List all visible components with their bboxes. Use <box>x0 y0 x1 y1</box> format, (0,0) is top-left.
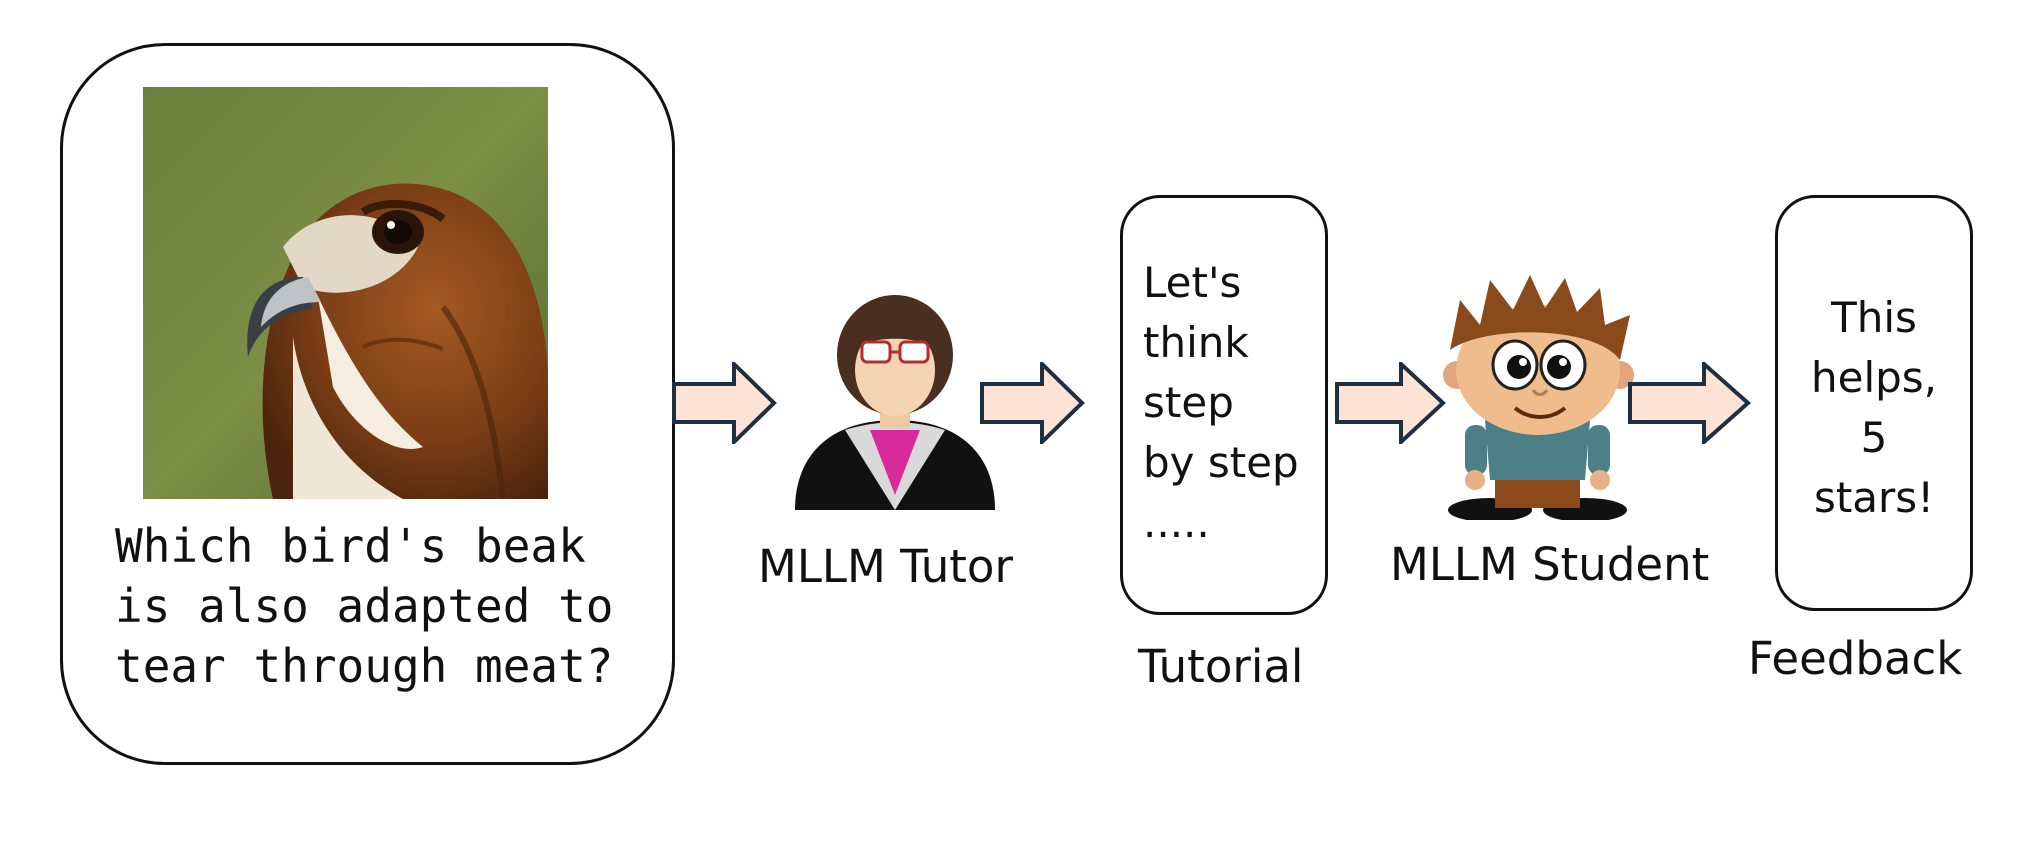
arrow-right-icon <box>1335 362 1446 444</box>
arrow-right-icon <box>980 362 1085 444</box>
feedback-text: This helps, 5 stars! <box>1810 293 1938 522</box>
tutorial-text: Let's think step by step ..... <box>1143 258 1299 547</box>
tutorial-card: Let's think step by step ..... <box>1120 195 1328 615</box>
feedback-card: This helps, 5 stars! <box>1775 195 1973 611</box>
student-label: MLLM Student <box>1390 538 1710 591</box>
question-card: Which bird's beak is also adapted to tea… <box>60 43 675 765</box>
arrow-right-icon <box>672 362 777 444</box>
student-avatar-icon <box>1443 275 1634 520</box>
feedback-label: Feedback <box>1748 632 1963 685</box>
teacher-avatar-icon <box>795 295 995 510</box>
hawk-photo <box>143 87 548 499</box>
question-text: Which bird's beak is also adapted to tea… <box>115 519 614 693</box>
tutorial-label: Tutorial <box>1138 640 1304 693</box>
tutor-label: MLLM Tutor <box>758 540 1013 593</box>
arrow-right-icon <box>1628 362 1752 444</box>
